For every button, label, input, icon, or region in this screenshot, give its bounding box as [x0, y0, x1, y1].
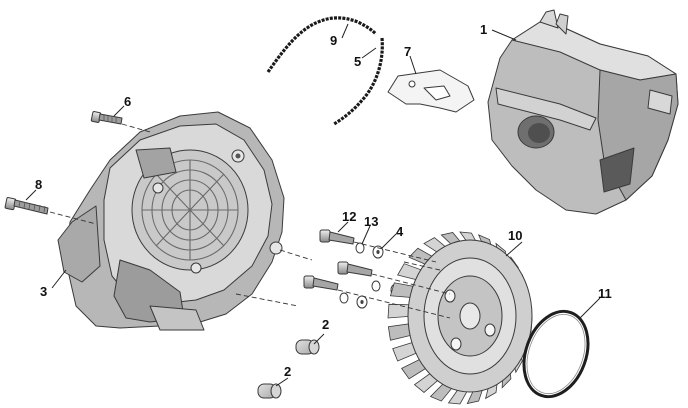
callout-10: 10	[508, 228, 522, 243]
flywheel-fan-part-10	[387, 231, 533, 405]
bolt-part-12-upper	[319, 229, 355, 245]
callout-7: 7	[404, 44, 411, 59]
bolt-part-6	[90, 111, 123, 125]
callout-8: 8	[35, 177, 42, 192]
callout-4: 4	[396, 224, 404, 239]
seal-strip-part-5	[333, 37, 384, 126]
flat-washers-part-4	[356, 245, 402, 309]
bolt-part-12-middle	[337, 261, 373, 277]
callout-5: 5	[354, 54, 361, 69]
callout-2-upper: 2	[322, 317, 329, 332]
callout-2-lower: 2	[284, 364, 291, 379]
callout-9: 9	[330, 33, 337, 48]
seal-strip-part-9	[266, 16, 378, 73]
gasket-plate-part-7	[387, 69, 475, 113]
alignment-lines	[49, 123, 451, 319]
callout-6: 6	[124, 94, 131, 109]
fan-cover-grille	[141, 159, 239, 261]
callout-labels: 1 2 2 3 4 5 6 7 8 9 10 11 12 13	[35, 22, 612, 379]
callout-3: 3	[40, 284, 47, 299]
bolt-part-12-lower	[303, 275, 339, 291]
bushing-part-2-lower	[257, 383, 282, 399]
callout-12: 12	[342, 209, 356, 224]
callout-1: 1	[480, 22, 487, 37]
callout-11: 11	[598, 286, 612, 301]
callout-13: 13	[364, 214, 378, 229]
shroud-housing-part-1	[487, 9, 679, 215]
bushing-part-2-upper	[295, 339, 320, 355]
spring-washers-part-13	[339, 242, 381, 304]
leader-lines	[25, 23, 601, 387]
fan-cover-part-3	[57, 111, 285, 331]
bolt-part-8	[4, 197, 49, 215]
o-ring-part-11	[522, 309, 590, 399]
